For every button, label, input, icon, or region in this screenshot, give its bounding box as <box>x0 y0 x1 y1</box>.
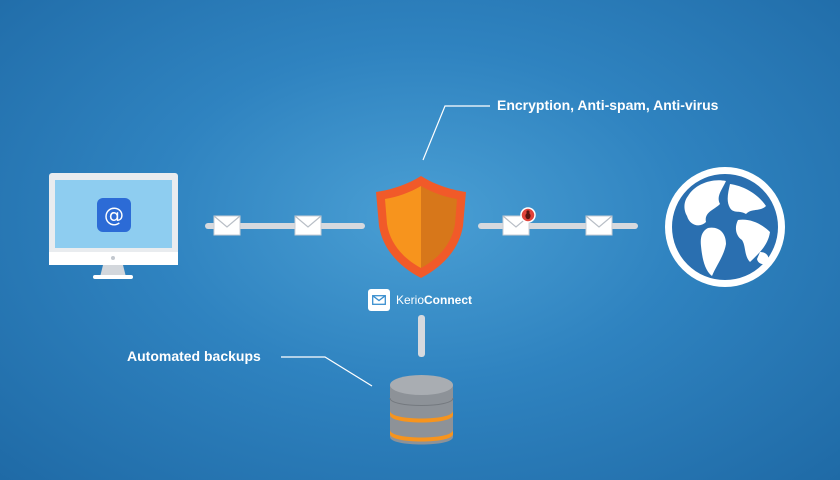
right-connector-bar <box>478 223 638 229</box>
security-callout-line <box>422 105 490 161</box>
automated-backups-label: Automated backups <box>127 348 261 364</box>
shield-icon <box>376 176 466 278</box>
at-sign-icon: @ <box>104 203 124 227</box>
backups-callout-line <box>281 356 373 387</box>
app-tile <box>97 198 131 232</box>
globe-icon <box>665 167 785 287</box>
security-features-label: Encryption, Anti-spam, Anti-virus <box>497 97 719 113</box>
bug-icon <box>520 207 536 223</box>
brand-name: KerioConnect <box>396 293 473 307</box>
database-icon <box>389 375 454 445</box>
envelope-icon <box>585 215 613 236</box>
kerio-connect-logo: KerioConnect <box>368 287 472 313</box>
envelope-icon <box>294 215 322 236</box>
vertical-connector-bar <box>418 315 425 357</box>
monitor-icon <box>49 173 178 279</box>
left-connector-bar <box>205 223 365 229</box>
mail-logo-icon <box>368 289 390 311</box>
envelope-icon <box>213 215 241 236</box>
